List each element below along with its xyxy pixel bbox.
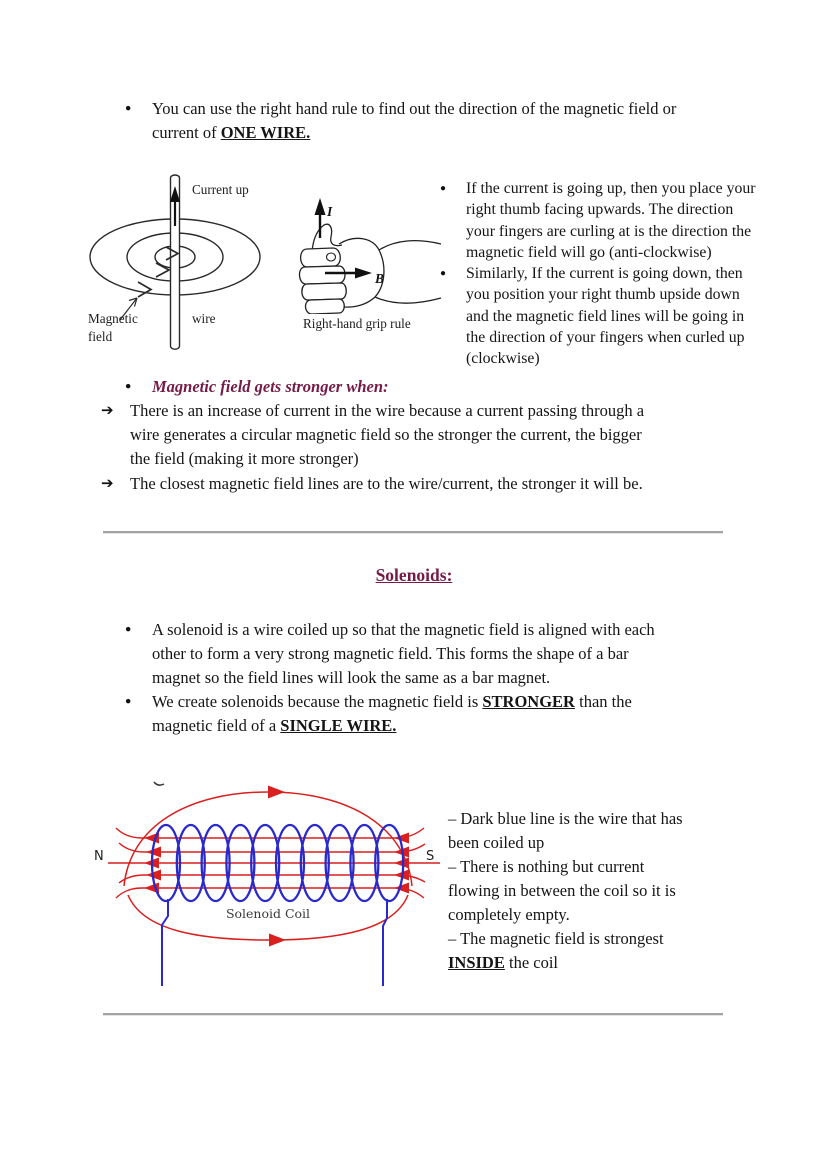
hand-caption: Right-hand grip rule bbox=[303, 316, 411, 331]
coil-loops bbox=[150, 823, 405, 903]
solenoids-heading: Solenoids: bbox=[375, 565, 453, 585]
stronger-heading-bullet: ● Magnetic field gets stronger when: bbox=[125, 375, 725, 399]
thumb-outline bbox=[311, 223, 343, 253]
right-hand-drawing bbox=[298, 198, 442, 315]
bullet-icon: ● bbox=[440, 268, 447, 280]
rule2-line: and the magnetic field lines will be goi… bbox=[466, 307, 745, 325]
arrow1-line: the field (making it more stronger) bbox=[130, 449, 359, 468]
hand-figure: I B Right-hand grip rule bbox=[295, 186, 443, 336]
note-line: flowing in between the coil so it is bbox=[448, 881, 676, 900]
rule-bullets-column: ● If the current is going up, then you p… bbox=[440, 178, 815, 370]
arrow1-line: wire generates a circular magnetic field… bbox=[130, 425, 642, 444]
intro-line1: You can use the right hand rule to find … bbox=[152, 99, 677, 118]
arrow-bullet-icon: ➔ bbox=[101, 403, 114, 419]
note-line: – There is nothing but current bbox=[448, 857, 645, 876]
solenoid-caption: Solenoid Coil bbox=[225, 906, 311, 921]
label-pointer-arrow bbox=[119, 297, 138, 321]
south-pole-label: S bbox=[426, 849, 435, 864]
rule1-line: your fingers are curling at is the direc… bbox=[466, 222, 752, 240]
single-wire-emphasis: SINGLE WIRE. bbox=[280, 716, 397, 735]
wire-field-figure: Current up Magnetic field wire bbox=[82, 170, 282, 354]
current-up-label: Current up bbox=[192, 182, 249, 197]
current-symbol: I bbox=[327, 204, 333, 219]
arrow-point-2: ➔ The closest magnetic field lines are t… bbox=[101, 472, 741, 496]
hand-back-outline bbox=[330, 237, 385, 308]
curled-fingers bbox=[298, 247, 347, 315]
solenoid1-line: magnet so the field lines will look the … bbox=[152, 668, 551, 687]
bullet-icon: ● bbox=[440, 183, 447, 194]
arrow2-line: The closest magnetic field lines are to … bbox=[130, 474, 643, 493]
solenoid-bullet-1: ● A solenoid is a wire coiled up so that… bbox=[125, 618, 739, 690]
arrow-point-1: ➔ There is an increase of current in the… bbox=[101, 399, 741, 471]
coil-lead-wires bbox=[161, 899, 388, 986]
rule2-line: the direction of your fingers when curle… bbox=[466, 329, 745, 347]
magnetic-field-label-2: field bbox=[88, 329, 113, 344]
internal-field-lines bbox=[108, 827, 440, 899]
note-line: completely empty. bbox=[448, 905, 570, 924]
note-line: – The magnetic field is strongest bbox=[448, 929, 664, 948]
solenoid-drawing bbox=[108, 781, 440, 986]
bullet-icon: ● bbox=[125, 624, 132, 635]
arrow-bullet-icon: ➔ bbox=[101, 476, 114, 492]
north-pole-label: N bbox=[94, 849, 104, 864]
note-line: – Dark blue line is the wire that has bbox=[448, 809, 683, 828]
wire-field-drawing bbox=[89, 174, 261, 350]
note-line: been coiled up bbox=[448, 833, 545, 852]
solenoid1-line: other to form a very strong magnetic fie… bbox=[152, 644, 629, 663]
section-divider-top bbox=[103, 531, 723, 533]
field-symbol: B bbox=[375, 271, 385, 286]
solenoid2-line: We create solenoids because the magnetic… bbox=[152, 692, 483, 711]
arrow1-line: There is an increase of current in the w… bbox=[130, 401, 645, 420]
field-direction-chevron bbox=[165, 246, 180, 261]
solenoid-notes: – Dark blue line is the wire that has be… bbox=[448, 807, 748, 975]
bullet-icon: ● bbox=[125, 696, 132, 707]
rule1-line: right thumb facing upwards. The directio… bbox=[466, 201, 734, 219]
solenoid2-line: magnetic field of a bbox=[152, 716, 281, 735]
one-wire-emphasis: ONE WIRE. bbox=[220, 123, 311, 142]
thumb-nail bbox=[325, 252, 337, 262]
stronger-heading: Magnetic field gets stronger when: bbox=[152, 377, 389, 396]
wrist-lines bbox=[374, 240, 442, 304]
rule2-line: you position your right thumb upside dow… bbox=[466, 286, 740, 304]
bullet-icon: ● bbox=[125, 381, 132, 392]
rule1-line: magnetic field will go (anti-clockwise) bbox=[466, 243, 712, 261]
inside-emphasis: INSIDE bbox=[448, 953, 505, 972]
rule1-line: If the current is going up, then you pla… bbox=[466, 180, 756, 197]
wire-label: wire bbox=[192, 311, 216, 326]
intro-line2: current of bbox=[152, 123, 221, 142]
bullet-icon: ● bbox=[125, 103, 132, 114]
solenoid-bullet-2: ● We create solenoids because the magnet… bbox=[125, 692, 632, 735]
rule-bullet-2: ● Similarly, If the current is going dow… bbox=[440, 263, 815, 369]
rule2-line: Similarly, If the current is going down,… bbox=[466, 265, 743, 283]
stronger-emphasis: STRONGER bbox=[482, 692, 575, 711]
stray-mark bbox=[153, 781, 165, 786]
note-line: the coil bbox=[504, 953, 559, 972]
rule-bullet-1: ● If the current is going up, then you p… bbox=[440, 178, 815, 263]
solenoid-figure: N S Solenoid Coil bbox=[88, 768, 448, 994]
magnetic-field-label: Magnetic bbox=[88, 311, 138, 326]
section-divider-bottom bbox=[103, 1013, 723, 1015]
intro-bullet: ● You can use the right hand rule to fin… bbox=[125, 97, 737, 145]
solenoid1-line: A solenoid is a wire coiled up so that t… bbox=[152, 620, 655, 639]
intro-bullet-text: You can use the right hand rule to find … bbox=[152, 97, 737, 145]
wire-shape bbox=[169, 174, 181, 350]
rule2-line: (clockwise) bbox=[466, 350, 540, 368]
